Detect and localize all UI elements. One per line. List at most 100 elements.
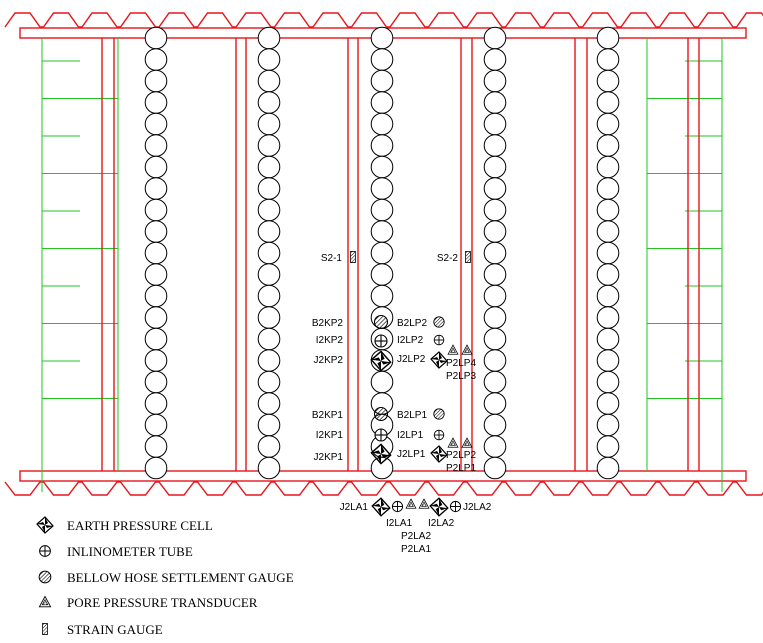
pile-circle bbox=[144, 241, 168, 265]
pile-circle bbox=[370, 263, 394, 286]
pile-circle bbox=[257, 392, 281, 415]
inclinometer-tube-icon bbox=[374, 428, 388, 442]
pile-circle bbox=[144, 456, 168, 480]
pile-circle bbox=[370, 48, 394, 71]
right-anchor-lines bbox=[646, 38, 723, 492]
pile-circle bbox=[257, 69, 281, 93]
pore-pressure-icon bbox=[405, 498, 417, 509]
pile-circle bbox=[144, 220, 168, 243]
legend-label: STRAIN GAUGE bbox=[67, 622, 163, 637]
label-i2lp1: I2LP1 bbox=[397, 430, 424, 441]
earth-pressure-cell-icon bbox=[430, 351, 448, 369]
pile-circle bbox=[257, 26, 281, 50]
pore-pressure-icon bbox=[461, 437, 473, 448]
bellow-hose-icon bbox=[433, 316, 445, 328]
pile-circle bbox=[257, 155, 281, 179]
bellow-hose-icon bbox=[433, 408, 445, 420]
pile-circle bbox=[144, 91, 168, 114]
pile-circle bbox=[257, 456, 281, 480]
pile-circle bbox=[596, 198, 620, 222]
bottom-sheet-pile bbox=[4, 481, 763, 496]
pile-circle bbox=[370, 220, 394, 243]
pile-circle bbox=[596, 177, 620, 200]
strain-gauge-s2-1: S2-1 bbox=[321, 250, 356, 264]
pile-circle bbox=[370, 134, 394, 157]
bellow-hose-icon bbox=[373, 406, 389, 422]
sheet-pile-wave bbox=[4, 481, 763, 496]
label-j2kp2: J2KP2 bbox=[314, 355, 344, 366]
label-i2kp2: I2KP2 bbox=[316, 335, 344, 346]
pile-circle bbox=[257, 220, 281, 243]
pore-pressure-icon bbox=[38, 595, 52, 608]
label-i2la2: I2LA2 bbox=[428, 518, 455, 529]
pore-pressure-icon bbox=[418, 498, 430, 509]
pile-circle bbox=[483, 198, 507, 222]
label-b2kp1: B2KP1 bbox=[312, 410, 344, 421]
pile-circle bbox=[257, 263, 281, 286]
left-instrument-labels: B2KP2 I2KP2 J2KP2 B2KP1 I2KP1 J2KP1 bbox=[312, 318, 344, 463]
strain-gauge-icon bbox=[42, 623, 48, 635]
label-j2lp1: J2LP1 bbox=[397, 449, 426, 460]
pile-circle bbox=[483, 349, 507, 372]
legend-label: INLINOMETER TUBE bbox=[67, 544, 193, 559]
pile-circle bbox=[483, 26, 507, 50]
pore-pressure-icon bbox=[447, 437, 459, 448]
earth-pressure-cell-icon bbox=[371, 497, 391, 517]
pile-circle bbox=[596, 327, 620, 351]
pile-circle bbox=[596, 370, 620, 394]
pile-circle bbox=[144, 263, 168, 286]
pile-circle bbox=[144, 177, 168, 200]
inclinometer-tube-icon bbox=[433, 429, 445, 441]
pile-circle bbox=[144, 134, 168, 157]
legend-label: PORE PRESSURE TRANSDUCER bbox=[67, 595, 258, 610]
legend-item: INLINOMETER TUBE bbox=[39, 544, 193, 559]
pile-circle bbox=[144, 306, 168, 329]
pile-circle bbox=[257, 134, 281, 157]
top-sheet-pile bbox=[4, 12, 763, 28]
pile-circle bbox=[144, 48, 168, 71]
pile-circle bbox=[257, 306, 281, 329]
pile-circle bbox=[596, 456, 620, 480]
label-s2-2: S2-2 bbox=[437, 253, 459, 264]
bellow-hose-icon bbox=[38, 570, 52, 584]
label-b2lp1: B2LP1 bbox=[397, 410, 427, 421]
pile-circle bbox=[370, 198, 394, 222]
pile-circle bbox=[144, 284, 168, 308]
pile-circle bbox=[257, 241, 281, 265]
earth-pressure-cell-icon bbox=[430, 445, 448, 463]
pile-circle bbox=[596, 413, 620, 437]
pile-circle bbox=[144, 349, 168, 372]
pile-circle bbox=[144, 327, 168, 351]
inclinometer-tube-icon bbox=[374, 334, 388, 348]
pile-circle bbox=[483, 263, 507, 286]
pile-circle bbox=[483, 435, 507, 458]
pile-circle bbox=[483, 413, 507, 437]
label-j2la2: J2LA2 bbox=[463, 502, 492, 513]
legend-label: EARTH PRESSURE CELL bbox=[67, 518, 213, 533]
pile-circle bbox=[596, 112, 620, 136]
label-i2la1: I2LA1 bbox=[386, 518, 413, 529]
pore-pressure-icon bbox=[461, 344, 473, 355]
label-j2lp2: J2LP2 bbox=[397, 354, 426, 365]
label-p2lp3: P2LP3 bbox=[446, 371, 476, 382]
pile-circle bbox=[257, 349, 281, 372]
inclinometer-tube-icon bbox=[449, 500, 462, 513]
pile-circle bbox=[483, 155, 507, 179]
pile-circle bbox=[257, 413, 281, 437]
pile-circle bbox=[257, 48, 281, 71]
bottom-instruments: J2LA1 J2LA2 I2LA1 I2LA2 P2LA2 P2LA1 bbox=[340, 497, 492, 555]
pile-circle bbox=[483, 48, 507, 71]
pile-circle bbox=[596, 48, 620, 71]
label-p2la2: P2LA2 bbox=[401, 531, 431, 542]
pile-circle bbox=[144, 198, 168, 222]
pile-circle bbox=[483, 392, 507, 415]
pile-circle bbox=[596, 306, 620, 329]
pile-circle bbox=[370, 91, 394, 114]
pile-circle bbox=[596, 241, 620, 265]
pile-circle bbox=[596, 91, 620, 114]
strain-gauge-s2-2: S2-2 bbox=[437, 250, 471, 264]
label-b2lp2: B2LP2 bbox=[397, 318, 427, 329]
pile-column bbox=[144, 26, 168, 480]
pile-circle bbox=[144, 155, 168, 179]
